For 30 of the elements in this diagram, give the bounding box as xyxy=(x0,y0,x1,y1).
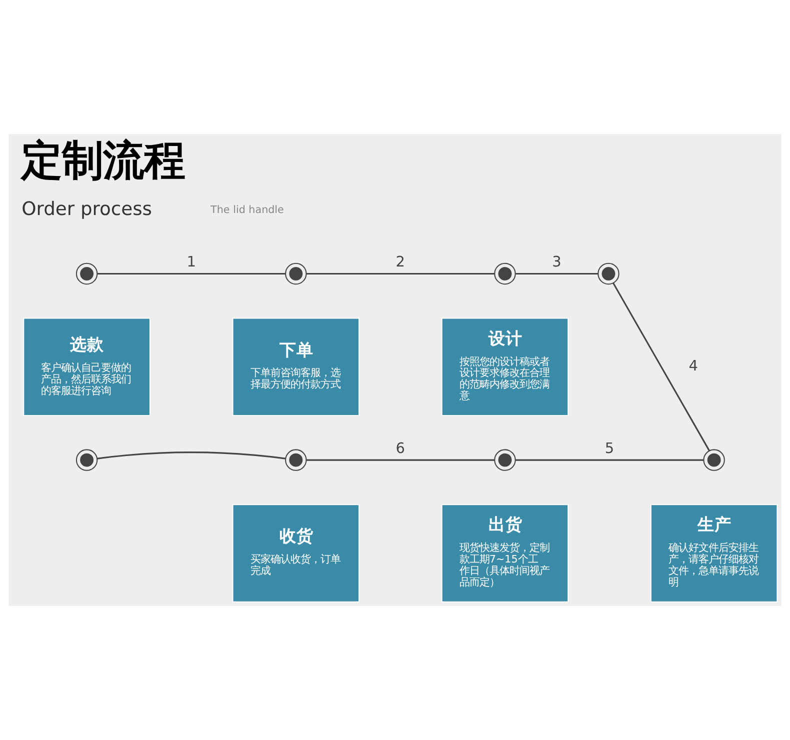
connector xyxy=(97,272,286,275)
node-box: 设计 按照您的设计稿或者设计要求修改在合理的范畴内修改到您满意 xyxy=(441,318,569,416)
connector xyxy=(612,282,710,451)
connector xyxy=(306,272,495,275)
edge-label: 3 xyxy=(552,254,562,271)
connector xyxy=(306,459,495,461)
edge-label: 1 xyxy=(186,254,196,271)
edge-label: 6 xyxy=(396,441,406,458)
node-box: 选款 客户确认自己要做的产品，然后联系我们的客服进行咨询 xyxy=(23,318,150,416)
node-circle xyxy=(285,262,307,285)
node-box: 下单 下单前咨询客服，选择最方便的付款方式 xyxy=(232,318,360,416)
node-circle xyxy=(703,449,725,471)
node-circle xyxy=(76,262,98,285)
node-box: 生产 确认好文件后安排生产，请客户仔细核对文件，急单请事先说明 xyxy=(650,504,778,602)
node-box: 出货 现货快速发货，定制款工期7~15个工作日（具体时间视产品而定） xyxy=(441,504,569,602)
node-circle xyxy=(285,449,307,471)
node-box: 收货 买家确认收货，订单完成 xyxy=(232,504,360,602)
node-circle xyxy=(76,449,98,471)
connector xyxy=(516,272,598,275)
connector xyxy=(515,459,704,461)
node-circle xyxy=(494,262,516,285)
node-circle xyxy=(494,449,516,471)
edge-label: 5 xyxy=(604,441,614,458)
edge-label: 4 xyxy=(688,358,698,375)
node-circle xyxy=(598,262,620,285)
label: The lid handle xyxy=(210,204,284,216)
edge-label: 2 xyxy=(396,254,406,271)
diagram-title: 定制流程 xyxy=(21,136,186,184)
connector xyxy=(97,452,286,460)
label: Order process xyxy=(22,199,152,220)
